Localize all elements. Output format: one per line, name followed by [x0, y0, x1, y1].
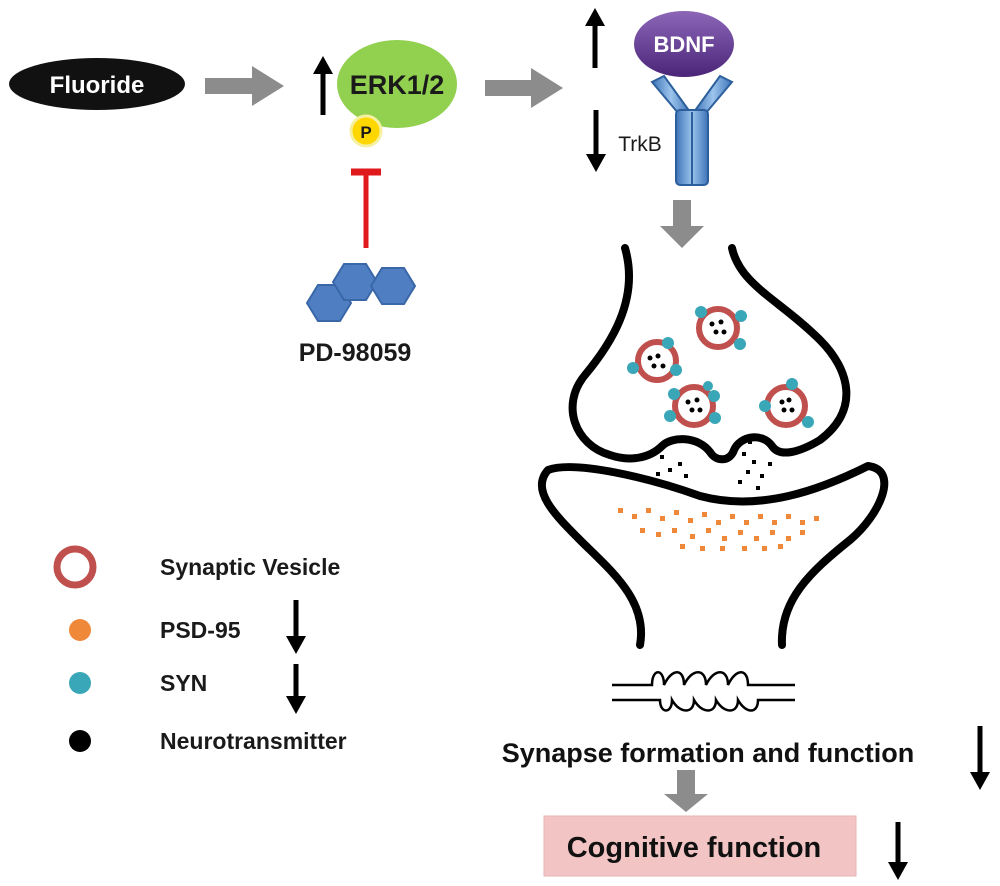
phospho-badge: P — [349, 114, 383, 148]
legend-psd95-label: PSD-95 — [160, 617, 241, 643]
synaptic-vesicle — [627, 337, 682, 383]
bdnf-node: BDNF — [634, 11, 734, 77]
psd95-dots — [618, 508, 819, 551]
arrow-erk-to-bdnf — [485, 68, 563, 108]
synaptic-vesicle — [664, 381, 721, 428]
legend-neurotransmitter-label: Neurotransmitter — [160, 728, 347, 754]
legend-vesicle-label: Synaptic Vesicle — [160, 554, 340, 580]
synaptic-vesicle — [695, 306, 747, 350]
legend-syn-label: SYN — [160, 670, 207, 696]
trkb-label: TrkB — [618, 133, 662, 156]
legend-item-neurotransmitter: Neurotransmitter — [69, 728, 347, 754]
syn-down-arrow-icon — [286, 664, 306, 714]
cognitive-label: Cognitive function — [567, 832, 822, 864]
psd95-down-arrow-icon — [286, 600, 306, 654]
arrow-fluoride-to-erk — [205, 66, 284, 106]
synapse-membrane-icon — [612, 671, 795, 712]
synapse-outcome-label: Synapse formation and function — [502, 738, 915, 768]
inhibitor-label: PD-98059 — [299, 339, 412, 367]
cognitive-down-arrow-icon — [888, 822, 908, 880]
trkb-receptor-icon — [650, 74, 734, 186]
fluoride-node: Fluoride — [9, 58, 185, 110]
erk-label: ERK1/2 — [350, 70, 445, 100]
erk-up-arrow-icon — [313, 56, 333, 115]
legend: Synaptic Vesicle PSD-95 SYN Neurotransmi… — [53, 545, 347, 754]
synapse-down-arrow-icon — [970, 726, 990, 790]
phospho-label: P — [360, 123, 371, 142]
inhibition-icon — [351, 168, 381, 248]
cognitive-function-box: Cognitive function — [543, 815, 857, 877]
synaptic-vesicle — [759, 378, 814, 428]
arrow-synapse-to-cognitive — [664, 770, 708, 812]
arrow-trkb-to-synapse — [660, 200, 704, 248]
synaptic-vesicles — [627, 306, 814, 428]
bdnf-up-arrow-icon — [585, 8, 605, 68]
presynaptic-terminal — [568, 244, 851, 464]
legend-item-psd95: PSD-95 — [69, 600, 306, 654]
pd98059-molecule-icon — [305, 263, 417, 322]
postsynaptic-terminal — [538, 462, 889, 649]
trkb-down-arrow-icon — [586, 110, 606, 172]
bdnf-label: BDNF — [653, 32, 714, 57]
legend-item-syn: SYN — [69, 664, 306, 714]
erk-node: ERK1/2 — [337, 40, 457, 128]
released-neurotransmitter — [656, 440, 772, 490]
legend-item-vesicle: Synaptic Vesicle — [53, 545, 340, 589]
fluoride-label: Fluoride — [50, 72, 145, 99]
